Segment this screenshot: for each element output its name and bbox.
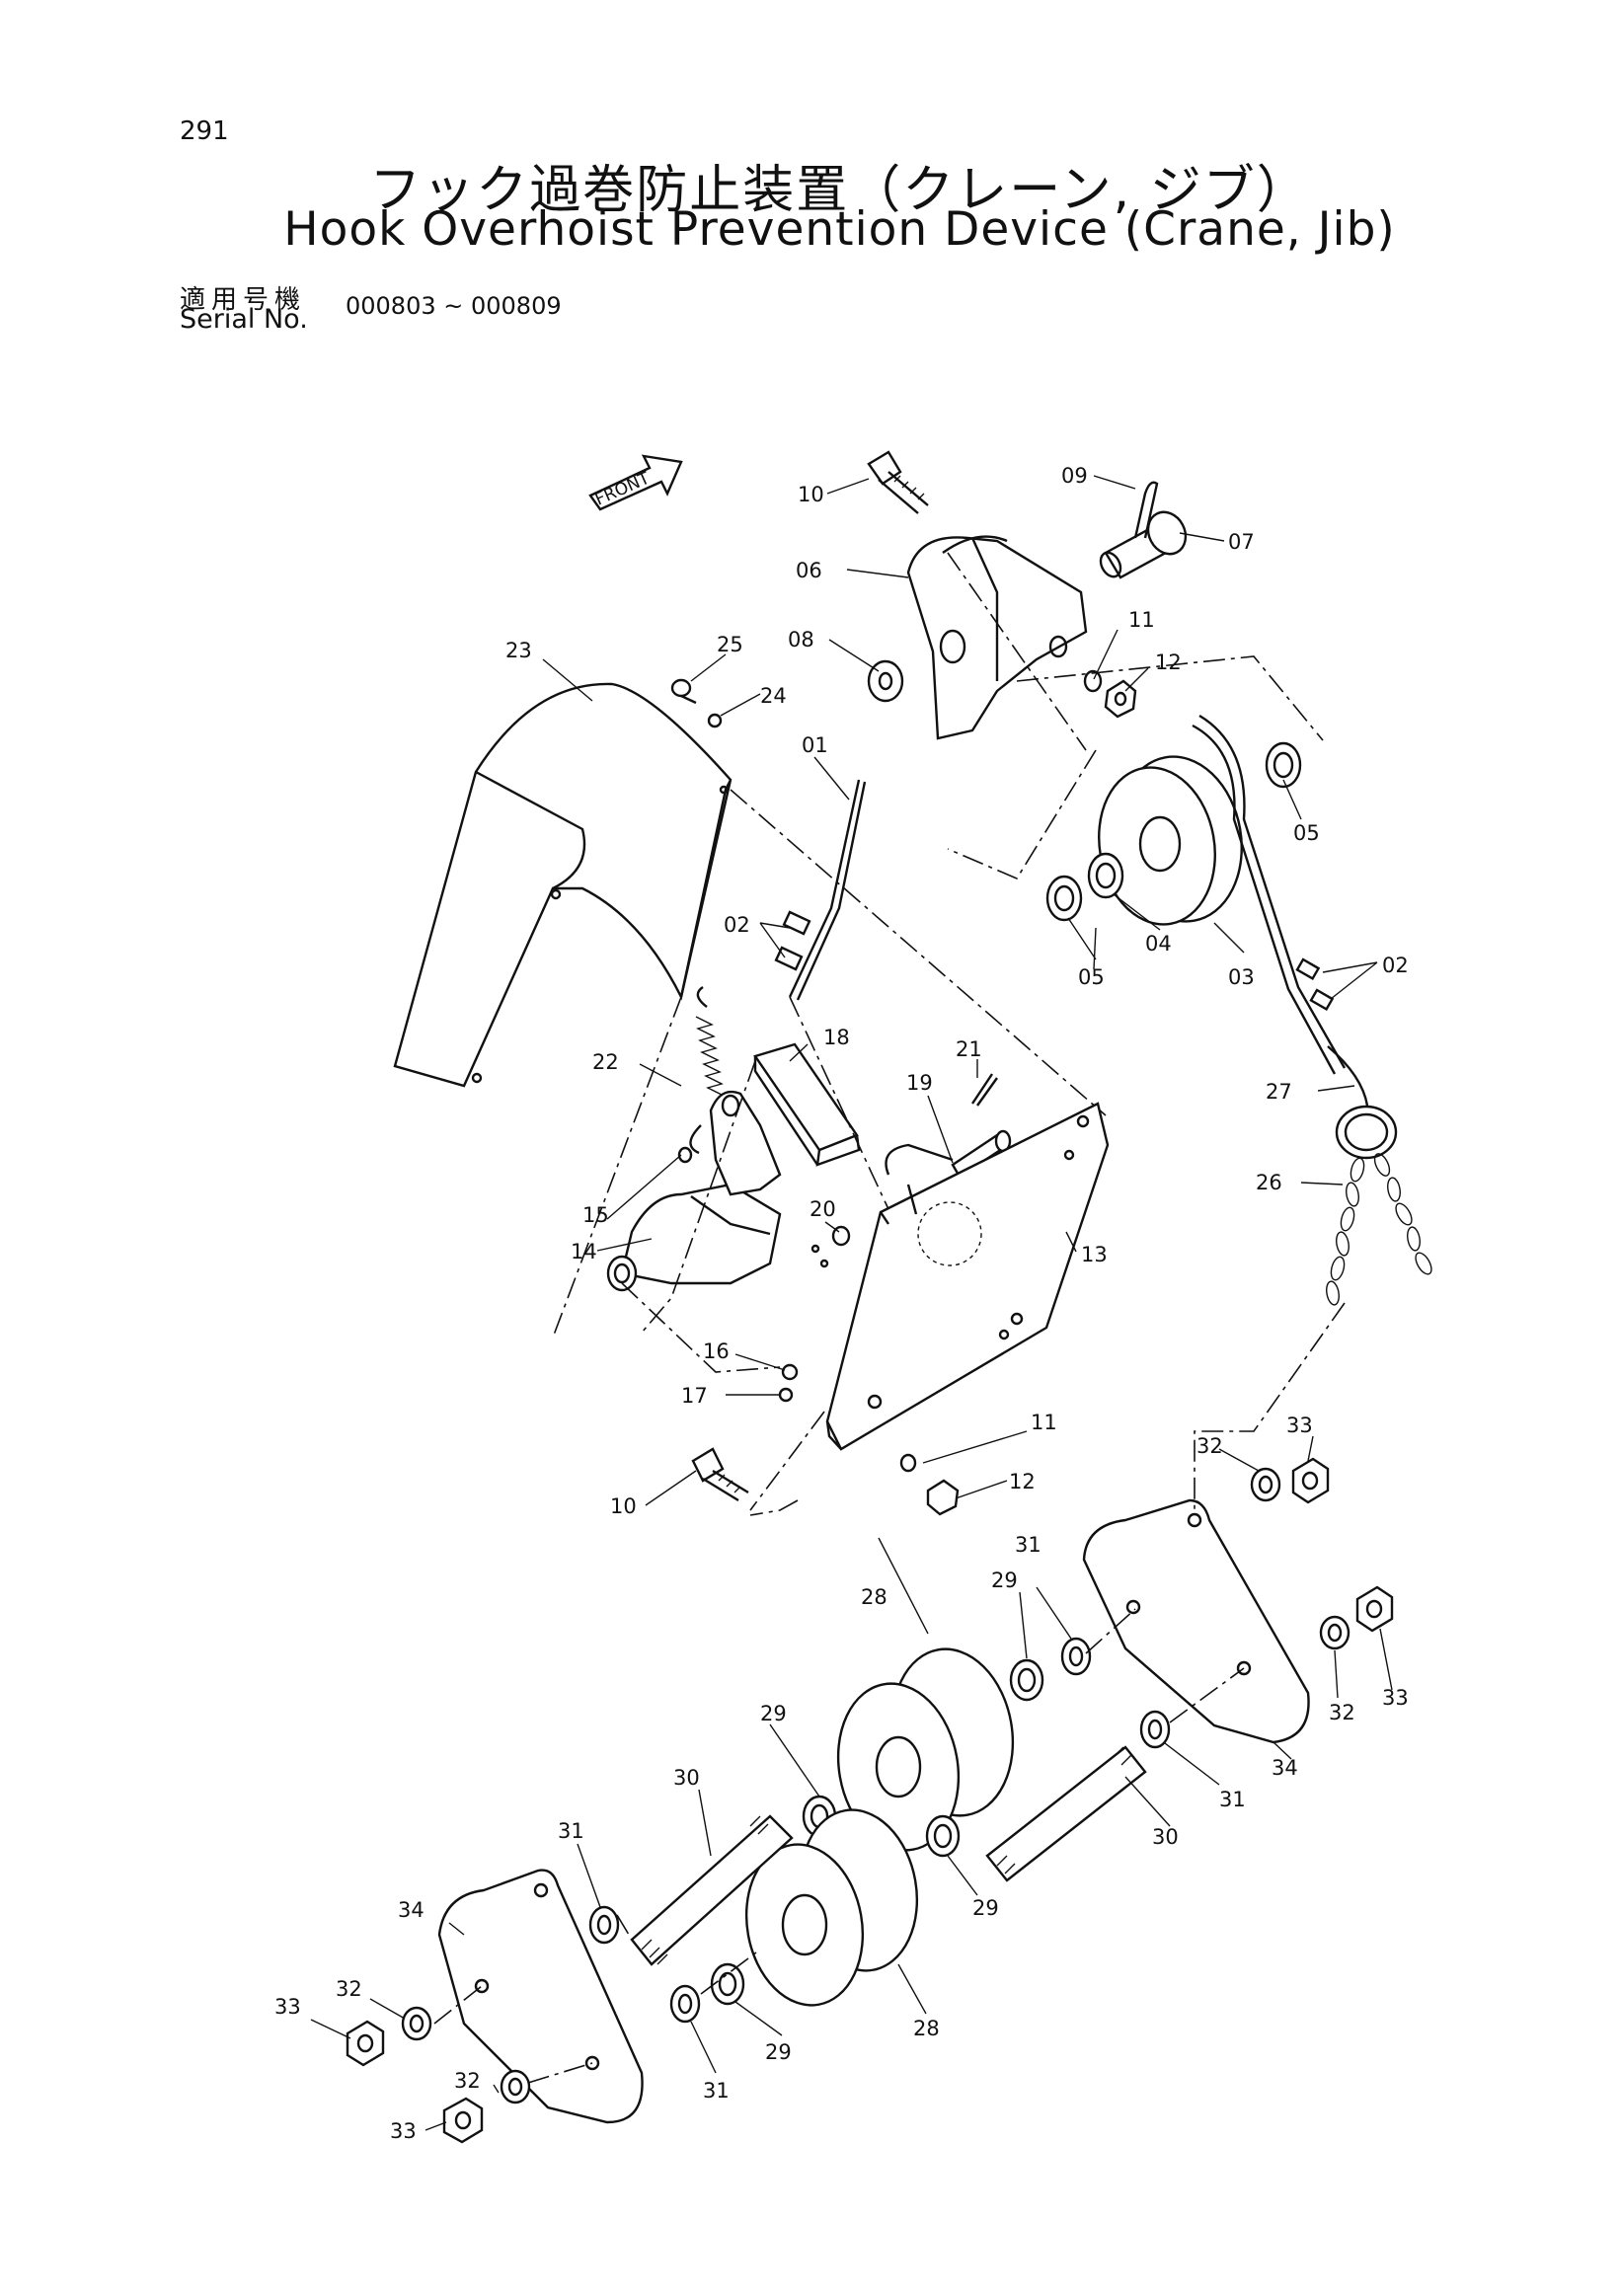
callout-14: 14 [571, 1240, 597, 1263]
callout-15: 15 [582, 1203, 609, 1227]
callout-10: 10 [610, 1494, 637, 1518]
callout-31: 31 [1219, 1788, 1246, 1811]
callout-30: 30 [673, 1766, 700, 1790]
callout-34: 34 [1272, 1756, 1298, 1780]
callout-12: 12 [1009, 1470, 1036, 1493]
callout-28: 28 [913, 2017, 940, 2040]
callouts: 10 09 07 06 08 11 12 05 05 04 03 02 27 2… [274, 464, 1409, 2143]
callout-02: 02 [724, 913, 750, 937]
callout-29: 29 [991, 1569, 1018, 1592]
callout-11: 11 [1031, 1411, 1057, 1434]
callout-17: 17 [681, 1384, 708, 1408]
callout-33: 33 [274, 1995, 301, 2019]
callout-29: 29 [972, 1896, 999, 1920]
callout-28: 28 [861, 1585, 887, 1609]
serial-label-english: Serial No. [180, 304, 308, 335]
callout-29: 29 [760, 1702, 787, 1725]
callout-21: 21 [956, 1037, 982, 1061]
callout-01: 01 [802, 733, 828, 757]
callout-24: 24 [760, 684, 787, 708]
front-arrow: FRONT [588, 454, 683, 511]
callout-16: 16 [703, 1339, 730, 1363]
page-number: 291 [180, 116, 229, 146]
callout-19: 19 [906, 1071, 933, 1095]
plate-13 [810, 1102, 1110, 1451]
callout-30: 30 [1152, 1825, 1179, 1849]
callout-33: 33 [390, 2119, 417, 2143]
assembly-centerlines [433, 552, 1346, 2084]
leader-lines [310, 475, 1393, 2131]
callout-07: 07 [1228, 530, 1255, 554]
callout-31: 31 [703, 2079, 730, 2103]
callout-34: 34 [398, 1898, 424, 1922]
rope-01 [774, 779, 867, 1001]
callout-02: 02 [1382, 954, 1409, 977]
callout-23: 23 [505, 639, 532, 662]
callout-05: 05 [1078, 965, 1105, 989]
callout-31: 31 [558, 1819, 584, 1843]
callout-03: 03 [1228, 965, 1255, 989]
callout-32: 32 [1196, 1434, 1223, 1458]
title-english: Hook Overhoist Prevention Device (Crane,… [283, 202, 1396, 257]
front-label: FRONT [592, 468, 654, 509]
callout-10: 10 [798, 483, 824, 506]
callout-31: 31 [1015, 1533, 1041, 1557]
callout-09: 09 [1061, 464, 1088, 488]
serial-label-japanese: 適用号機 [180, 285, 307, 315]
callout-27: 27 [1266, 1080, 1292, 1104]
callout-05: 05 [1293, 821, 1320, 845]
callout-33: 33 [1286, 1414, 1313, 1437]
title-japanese: フック過巻防止装置（クレーン, ジブ） [369, 161, 1310, 220]
cover-23 [393, 678, 733, 1088]
limit-switch-assembly [606, 986, 1012, 1403]
callout-25: 25 [717, 633, 743, 656]
callout-04: 04 [1145, 932, 1172, 956]
bracket-assembly [867, 450, 1188, 740]
callout-20: 20 [810, 1197, 836, 1221]
callout-26: 26 [1256, 1171, 1282, 1194]
callout-32: 32 [1329, 1701, 1355, 1724]
lower-fasteners [691, 1447, 960, 1516]
callout-32: 32 [454, 2069, 481, 2093]
callout-08: 08 [788, 628, 814, 651]
lower-sheave-assembly [346, 1457, 1394, 2144]
callout-29: 29 [765, 2040, 792, 2064]
callout-13: 13 [1081, 1243, 1108, 1266]
callout-33: 33 [1382, 1686, 1409, 1710]
callout-11: 11 [1128, 608, 1155, 632]
callout-32: 32 [336, 1977, 362, 2001]
serial-range: 000803 ~ 000809 [346, 292, 562, 320]
callout-22: 22 [592, 1050, 619, 1074]
callout-12: 12 [1155, 651, 1182, 674]
callout-06: 06 [796, 559, 822, 582]
sheave-assembly [1045, 714, 1432, 1306]
callout-18: 18 [823, 1026, 850, 1049]
